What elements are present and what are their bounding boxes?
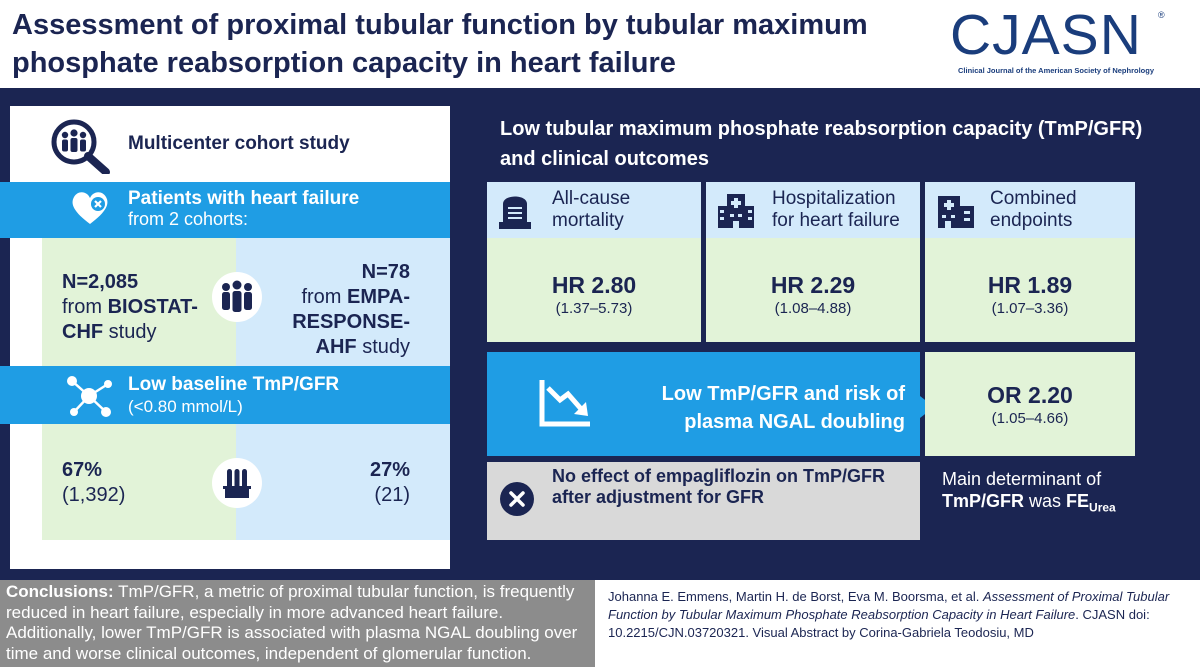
pct-left: 67% (1,392) xyxy=(62,458,125,508)
cjasn-logo: CJASN ® Clinical Journal of the American… xyxy=(950,4,1190,84)
logo-mark: CJASN xyxy=(950,3,1142,67)
biostat-study: BIOSTAT-CHF xyxy=(62,296,198,343)
hr-box-hospitalization xyxy=(706,238,920,342)
outcome-label-combined: Combined endpoints xyxy=(990,188,1077,231)
empa-study: EMPA-RESPONSE-AHF xyxy=(292,286,410,358)
molecule-icon xyxy=(67,376,112,417)
empa-box xyxy=(236,238,450,366)
hr-ci-mortality: (1.37–5.73) xyxy=(555,300,633,317)
biostat-from: from xyxy=(62,296,108,318)
pct-left-value: 67% xyxy=(62,459,103,481)
pct-right-value: 27% xyxy=(369,459,410,481)
pct-left-count: (1,392) xyxy=(62,484,126,506)
ngal-text: Low TmP/GFR and risk of plasma NGAL doub… xyxy=(661,383,905,433)
hr-box-combined xyxy=(925,238,1135,342)
low-baseline-title: Low baseline TmP/GFR xyxy=(128,374,340,395)
hr-box-mortality xyxy=(487,238,701,342)
outcomes-title: Low tubular maximum phosphate reabsorpti… xyxy=(500,118,1143,170)
citation-rest: . CJASN doi: 10.2215/CJN.03720321. Visua… xyxy=(608,607,1150,640)
patients-subtitle: from 2 cohorts: xyxy=(128,209,249,229)
det-fe: FE xyxy=(1066,491,1090,511)
biostat-n: N=2,085 xyxy=(62,271,139,293)
empa-text: N=78 from EMPA-RESPONSE-AHF study xyxy=(270,260,410,360)
hr-ci-hospitalization: (1.08–4.88) xyxy=(774,300,852,317)
hr-value-mortality: HR 2.80 xyxy=(551,272,637,298)
cohort-label: Multicenter cohort study xyxy=(128,133,350,154)
pct-right-count: (21) xyxy=(374,484,410,506)
or-value: OR 2.20 xyxy=(987,382,1073,408)
citation-title: Assessment of Proximal Tubular Function … xyxy=(608,589,1170,622)
citation-authors: Johanna E. Emmens, Martin H. de Borst, E… xyxy=(608,589,983,604)
tombstone-icon xyxy=(499,196,531,229)
empagliflozin-effect-box xyxy=(487,462,920,540)
logo-registered: ® xyxy=(1158,10,1165,20)
citation: Johanna E. Emmens, Martin H. de Borst, E… xyxy=(608,588,1188,642)
patients-title: Patients with heart failure xyxy=(128,188,360,209)
page-title: Assessment of proximal tubular function … xyxy=(12,9,868,79)
empagliflozin-effect-text: No effect of empagliflozin on TmP/GFR af… xyxy=(552,466,885,507)
det-prefix: Main determinant of xyxy=(942,469,1102,489)
det-bold: TmP/GFR xyxy=(942,491,1025,511)
biostat-box xyxy=(42,238,236,366)
low-baseline-subtitle: (<0.80 mmol/L) xyxy=(128,397,243,416)
conclusions-box: Conclusions: TmP/GFR, a metric of proxim… xyxy=(0,580,595,667)
group-magnifier-icon xyxy=(51,119,110,174)
x-circle-icon xyxy=(500,482,534,516)
hospital-icon xyxy=(718,194,754,228)
logo-subtitle: Clinical Journal of the American Society… xyxy=(958,66,1155,75)
hr-value-combined: HR 1.89 xyxy=(987,272,1073,298)
or-box xyxy=(925,352,1135,456)
or-ci: (1.05–4.66) xyxy=(991,410,1069,427)
pct-right: 27% (21) xyxy=(340,458,410,508)
heart-plus-icon xyxy=(72,192,108,224)
hospital-combined-icon xyxy=(938,196,974,228)
det-was: was xyxy=(1024,491,1067,511)
conclusions-label: Conclusions: xyxy=(6,582,114,601)
people-icon xyxy=(212,272,262,322)
det-fe-subscript: Urea xyxy=(1089,500,1116,515)
patients-bar xyxy=(0,182,450,238)
ngal-box xyxy=(487,352,920,456)
empa-n: N=78 xyxy=(361,261,410,283)
pct-left-box xyxy=(42,424,236,540)
pct-right-box xyxy=(236,424,450,540)
trend-down-icon xyxy=(539,380,590,427)
hr-ci-combined: (1.07–3.36) xyxy=(991,300,1069,317)
hr-value-hospitalization: HR 2.29 xyxy=(770,272,856,298)
biostat-suffix: study xyxy=(103,321,157,343)
main-determinant-text: Main determinant of TmP/GFR was FEUrea xyxy=(942,468,1142,519)
biostat-text: N=2,085 from BIOSTAT-CHF study xyxy=(62,270,232,345)
empa-from: from xyxy=(301,286,348,308)
empa-suffix: study xyxy=(356,336,410,358)
outcome-label-mortality: All-cause mortality xyxy=(552,188,631,231)
outcome-label-hospitalization: Hospitalization for heart failure xyxy=(772,188,900,231)
conclusions-text: TmP/GFR, a metric of proximal tubular fu… xyxy=(6,582,578,663)
test-tubes-icon xyxy=(212,458,262,508)
